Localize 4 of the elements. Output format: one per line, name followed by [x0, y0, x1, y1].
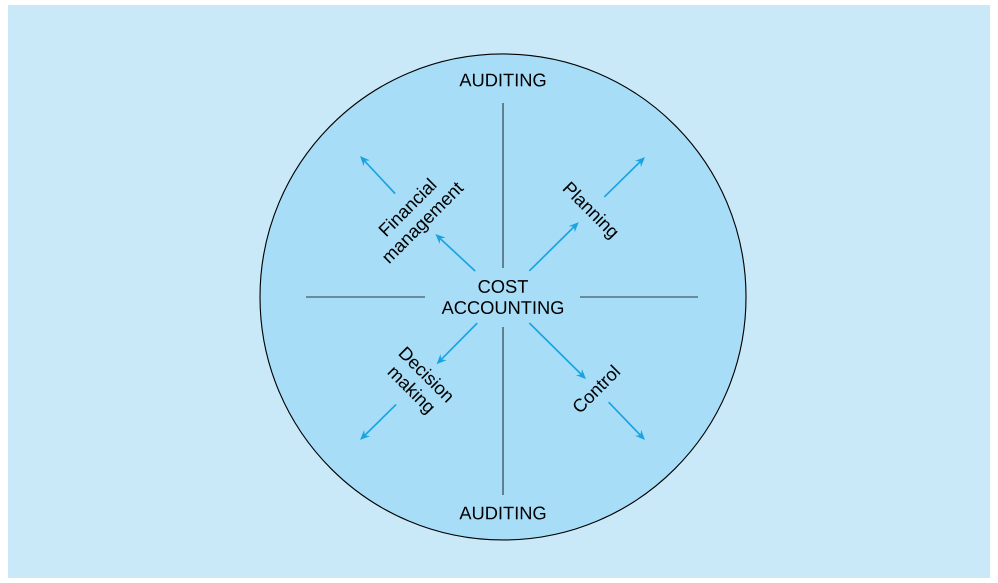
center-label: COST ACCOUNTING: [428, 277, 578, 317]
circle-diagram: [259, 53, 747, 541]
circle-label: AUDITING: [459, 506, 546, 520]
circle-label: AUDITING: [459, 74, 546, 86]
